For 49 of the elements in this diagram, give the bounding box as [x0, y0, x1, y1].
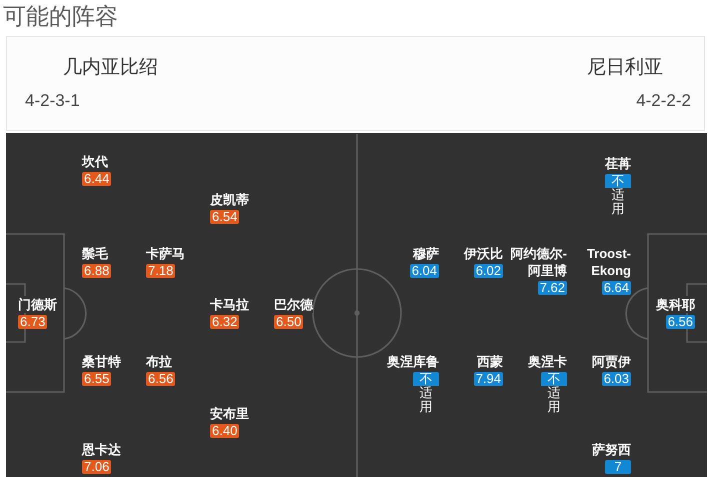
rating-badge: 6.04: [410, 264, 439, 278]
rating-badge: 6.03: [602, 372, 631, 386]
player-name: 阿贾伊: [592, 353, 631, 370]
rating-badge: 6.88: [82, 264, 112, 278]
rating-badge: 6.54: [210, 210, 240, 224]
rating-badge: 6.56: [146, 372, 176, 386]
rating-badge: 6.44: [82, 172, 112, 186]
player-name: 奥涅库鲁: [387, 353, 439, 370]
rating-badge: 6.32: [210, 315, 240, 329]
formation-label: 4-2-2-2: [636, 91, 691, 111]
player-name: 鬃毛: [82, 245, 108, 262]
player-name: 穆萨: [413, 245, 439, 262]
rating-badge: 6.55: [82, 372, 112, 386]
player-name: 皮凯蒂: [210, 191, 249, 208]
section-title: 可能的阵容: [3, 2, 118, 30]
player-name: 奥涅卡: [528, 353, 567, 370]
rating-badge: 6.73: [18, 315, 48, 329]
player-name: 奥科耶: [656, 296, 695, 313]
player-name: 荏苒: [605, 155, 631, 172]
formation-label: 4-2-3-1: [25, 91, 80, 111]
rating-badge: 不适用: [605, 174, 631, 216]
rating-badge: 7.94: [474, 372, 503, 386]
team-name: 尼日利亚: [587, 57, 663, 79]
player-name: 坎代: [82, 153, 108, 170]
player-name: 卡萨马: [146, 245, 185, 262]
player-name: 布拉: [146, 353, 172, 370]
rating-badge: 7.06: [82, 460, 112, 474]
rating-badge: 7: [605, 460, 631, 474]
player-name: 巴尔德: [274, 296, 313, 313]
rating-badge: 6.56: [666, 315, 695, 329]
team-name: 几内亚比绍: [63, 57, 158, 79]
player-name: 恩卡达: [82, 441, 121, 458]
player-name: 桑甘特: [82, 353, 121, 370]
rating-badge: 6.02: [474, 264, 503, 278]
rating-badge: 不适用: [413, 372, 439, 414]
player-name: 安布里: [210, 405, 249, 422]
player-name: 伊沃比: [464, 245, 503, 262]
football-pitch: [6, 133, 707, 477]
rating-badge: 7.18: [146, 264, 176, 278]
player-name: 西蒙: [477, 353, 503, 370]
player-name: 卡马拉: [210, 296, 249, 313]
rating-badge: 不适用: [541, 372, 567, 414]
rating-badge: 6.50: [274, 315, 304, 329]
player-name: 萨努西: [592, 441, 631, 458]
rating-badge: 6.64: [602, 281, 631, 295]
rating-badge: 7.62: [538, 281, 567, 295]
rating-badge: 6.40: [210, 424, 240, 438]
player-name: 门德斯: [18, 296, 57, 313]
team-header-card: [6, 36, 705, 131]
